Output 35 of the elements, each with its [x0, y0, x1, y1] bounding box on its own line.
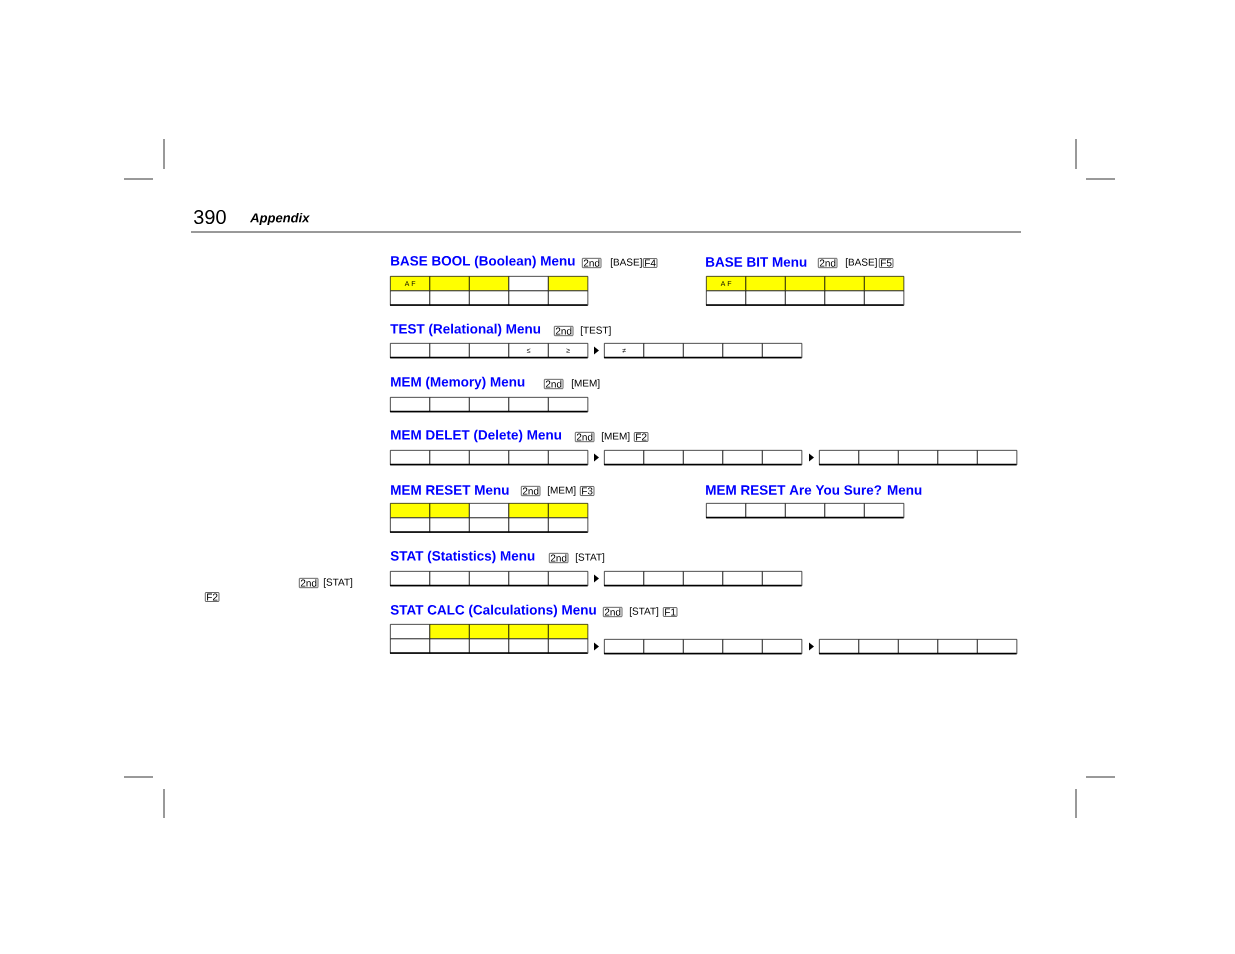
key-box: F4: [643, 258, 658, 268]
key-box: 2nd: [582, 258, 602, 268]
menu-title: STAT CALC (Calculations) Menu: [390, 604, 596, 618]
key-box: 2nd: [521, 486, 541, 496]
key-box: F2: [634, 432, 649, 442]
menu-title: MEM DELET (Delete) Menu: [391, 429, 562, 443]
key-name: [BASE]: [610, 258, 642, 268]
key-name: [STAT]: [575, 553, 605, 563]
key-box: 2nd: [299, 578, 319, 588]
key-name: [MEM]: [601, 432, 630, 442]
menu-title: MEM RESET Menu: [391, 485, 509, 495]
key-box: F1: [663, 607, 678, 617]
key-name: [MEM]: [547, 486, 576, 496]
menu-title: MEM (Memory) Menu: [391, 376, 525, 390]
menu-title: TEST (Relational) Menu: [390, 323, 541, 337]
menu-title: BASE BIT Menu: [706, 257, 807, 267]
key-name: [TEST]: [580, 326, 611, 336]
key-box: 2nd: [554, 326, 574, 336]
key-box: F3: [580, 486, 595, 496]
key-box: 2nd: [603, 607, 623, 617]
key-box: 2nd: [818, 258, 838, 268]
key-name: [STAT]: [323, 578, 353, 588]
key-name: [BASE]: [845, 258, 877, 268]
key-box: 2nd: [575, 432, 595, 442]
menu-title: STAT (Statistics) Menu: [390, 550, 535, 564]
running-head: Appendix: [249, 212, 310, 226]
key-name: [STAT]: [629, 607, 659, 617]
key-box: F5: [879, 258, 894, 268]
menu-title: BASE BOOL (Boolean) Menu: [391, 255, 575, 269]
key-name: [MEM]: [571, 379, 600, 389]
page-number: 390: [193, 209, 226, 225]
key-box: 2nd: [549, 553, 569, 563]
menu-title: MEM RESET Are You Sure? Menu: [706, 485, 922, 495]
key-box: F2: [205, 592, 220, 602]
key-box: 2nd: [544, 379, 564, 389]
